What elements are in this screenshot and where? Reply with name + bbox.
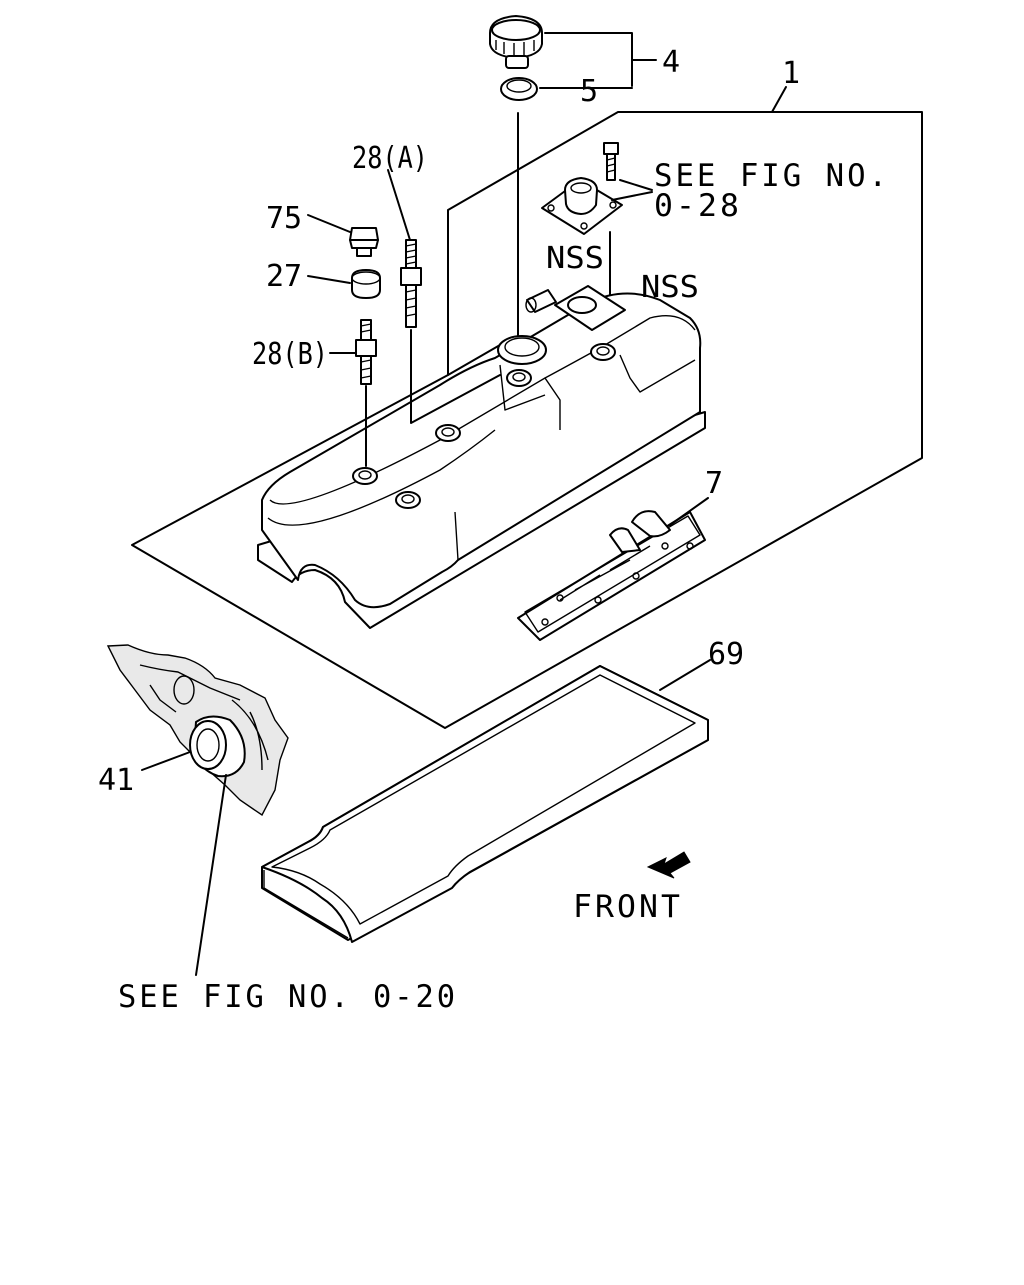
- reference-fig-0-28-line1: SEE FIG NO.: [654, 158, 890, 194]
- label-part-27: 27: [266, 259, 302, 294]
- oil-seal-41: [189, 715, 246, 778]
- breather-cover: [541, 177, 623, 235]
- head-cover-gasket: [261, 665, 709, 943]
- label-part-4: 4: [662, 45, 680, 80]
- breather-bolt: [603, 142, 619, 181]
- baffle-plate: [517, 510, 706, 641]
- label-part-69: 69: [708, 637, 744, 672]
- label-nss-cover: NSS: [641, 270, 699, 305]
- label-part-7: 7: [705, 466, 723, 501]
- stud-28b: [355, 319, 377, 385]
- grommet-27: [351, 269, 381, 299]
- label-part-1: 1: [782, 56, 800, 91]
- reference-fig-0-28-line2: 0-28: [654, 188, 742, 224]
- label-part-41: 41: [98, 763, 134, 798]
- label-part-75: 75: [266, 201, 302, 236]
- grommet-bosses: [352, 343, 616, 509]
- label-part-5: 5: [580, 74, 598, 109]
- reference-fig-0-20: SEE FIG NO. 0-20: [118, 979, 458, 1015]
- oil-filler-cap: [489, 15, 543, 69]
- bolt-75: [349, 227, 379, 257]
- cap-seal-ring: [500, 77, 538, 101]
- filler-neck: [497, 335, 547, 365]
- label-part-28a: 28(A): [352, 141, 428, 176]
- label-front: FRONT: [573, 889, 683, 925]
- cylinder-head-cover: [257, 292, 706, 629]
- breather-port: [525, 285, 626, 331]
- stud-28a: [400, 239, 422, 328]
- label-part-28b: 28(B): [252, 337, 328, 372]
- arrow-down-left-icon: [646, 851, 691, 879]
- kit-outline: [131, 111, 923, 729]
- label-nss-breather: NSS: [546, 241, 604, 276]
